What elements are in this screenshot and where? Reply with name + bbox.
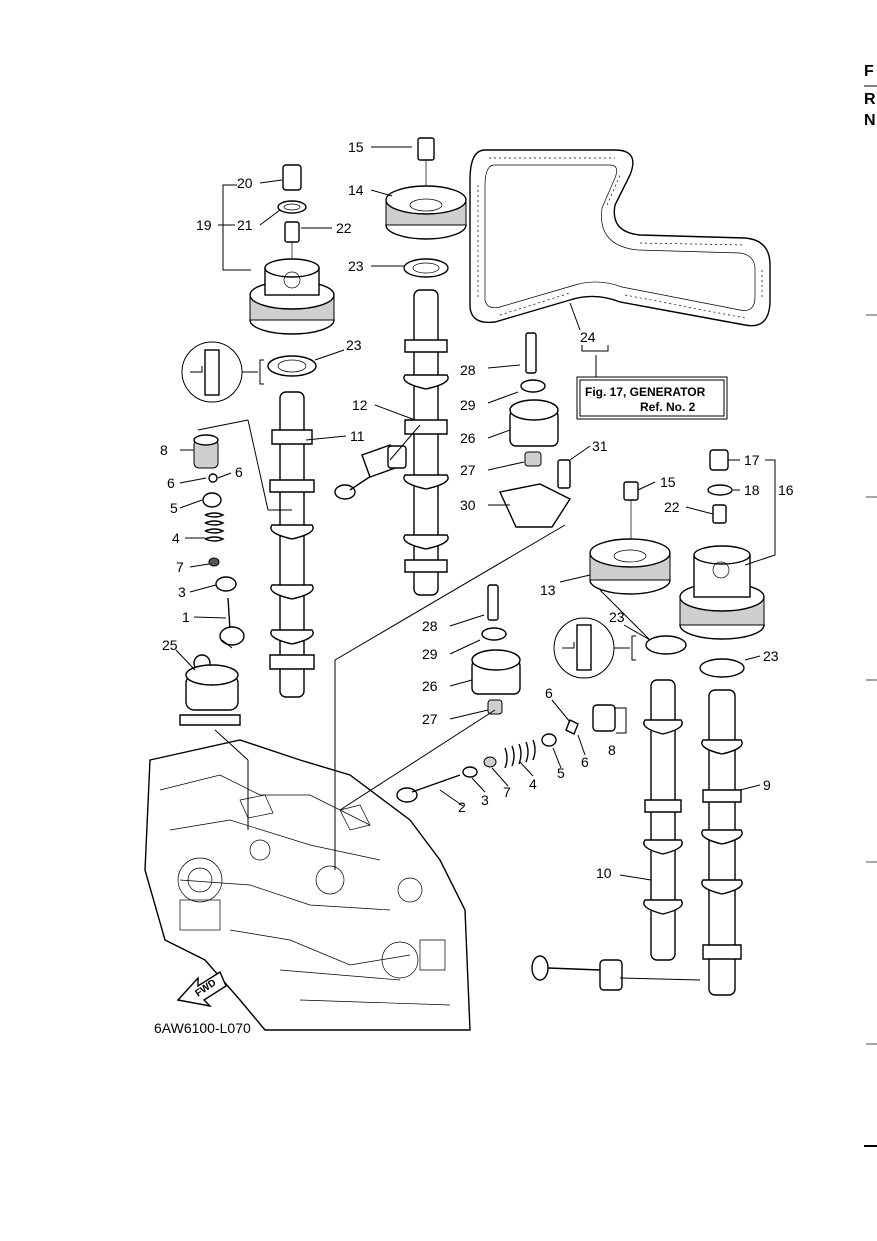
callout-8-right: 8 (608, 742, 616, 758)
left-valve-components (193, 434, 245, 646)
edge-label-second: R (864, 91, 876, 108)
assembly-reference-lines (197, 419, 701, 981)
callout-27-lower: 27 (422, 711, 438, 727)
callout-6-left-a: 6 (167, 475, 175, 491)
callout-31: 31 (592, 438, 608, 454)
callout-16: 16 (778, 482, 794, 498)
callout-2: 2 (458, 799, 466, 815)
center-valve-spring-set (334, 444, 407, 500)
callout-10: 10 (596, 865, 612, 881)
callout-3-right: 3 (481, 792, 489, 808)
callout-5-right: 5 (557, 765, 565, 781)
callout-23-right-outer: 23 (763, 648, 779, 664)
lock-icon (181, 341, 264, 403)
callout-23-center: 23 (348, 258, 364, 274)
callout-6-left-b: 6 (235, 464, 243, 480)
callout-22-left: 22 (336, 220, 352, 236)
engine-cylinder-head (144, 739, 471, 1031)
callout-5-left: 5 (170, 500, 178, 516)
callout-15-right: 15 (660, 474, 676, 490)
callout-4-left: 4 (172, 530, 180, 546)
lock-icon-right (553, 617, 636, 679)
callout-29-upper: 29 (460, 397, 476, 413)
callout-3-left: 3 (178, 584, 186, 600)
callout-18: 18 (744, 482, 760, 498)
callout-26-upper: 26 (460, 430, 476, 446)
callout-27-upper: 27 (460, 462, 476, 478)
center-camshaft (403, 289, 449, 596)
reference-line1: Fig. 17, GENERATOR (585, 385, 706, 399)
right-camshafts (643, 679, 743, 996)
drawing-code: 6AW6100-L070 (154, 1020, 251, 1036)
timing-belt (469, 149, 771, 327)
right-cam-pulley-assemblies (589, 449, 765, 678)
callout-12: 12 (352, 397, 368, 413)
callout-labels: 15 14 20 19 21 22 23 23 24 28 29 12 11 2… (160, 139, 794, 881)
lower-idler-assembly (471, 584, 521, 715)
belt-tensioner (179, 654, 241, 726)
callout-28-lower: 28 (422, 618, 438, 634)
callout-24: 24 (580, 329, 596, 345)
callout-6-right-a: 6 (545, 685, 553, 701)
callout-29-lower: 29 (422, 646, 438, 662)
forward-direction-arrow: FWD (176, 970, 227, 1008)
callout-11: 11 (350, 428, 365, 444)
left-cam-pulley-assembly (249, 164, 335, 335)
callout-21: 21 (237, 217, 253, 233)
callout-25: 25 (162, 637, 178, 653)
callout-6-right-b: 6 (581, 754, 589, 770)
reference-line2: Ref. No. 2 (640, 400, 696, 414)
callout-14: 14 (348, 182, 364, 198)
right-valve-components (396, 704, 623, 991)
callout-17: 17 (744, 452, 760, 468)
callout-9: 9 (763, 777, 771, 793)
callout-19: 19 (196, 217, 212, 233)
callout-23-right-inner: 23 (609, 609, 625, 625)
generator-reference-box: Fig. 17, GENERATOR Ref. No. 2 (576, 345, 728, 420)
callout-26-lower: 26 (422, 678, 438, 694)
callout-13: 13 (540, 582, 556, 598)
callout-7-left: 7 (176, 559, 184, 575)
callout-7-right: 7 (503, 784, 511, 800)
edge-label-third: N (864, 112, 876, 129)
callout-22-right: 22 (664, 499, 680, 515)
callout-4-right: 4 (529, 776, 537, 792)
callout-30: 30 (460, 497, 476, 513)
callout-20: 20 (237, 175, 253, 191)
callout-leader-lines (175, 146, 776, 881)
callout-15-top: 15 (348, 139, 364, 155)
callout-8-left: 8 (160, 442, 168, 458)
center-cam-pulley-assembly (385, 137, 467, 278)
upper-idler-assembly (498, 332, 572, 528)
edge-tick-marks (864, 314, 877, 1147)
callout-1: 1 (182, 609, 190, 625)
edge-label-top: F (864, 63, 874, 80)
left-camshaft (267, 355, 317, 698)
callout-23-left: 23 (346, 337, 362, 353)
callout-28-upper: 28 (460, 362, 476, 378)
